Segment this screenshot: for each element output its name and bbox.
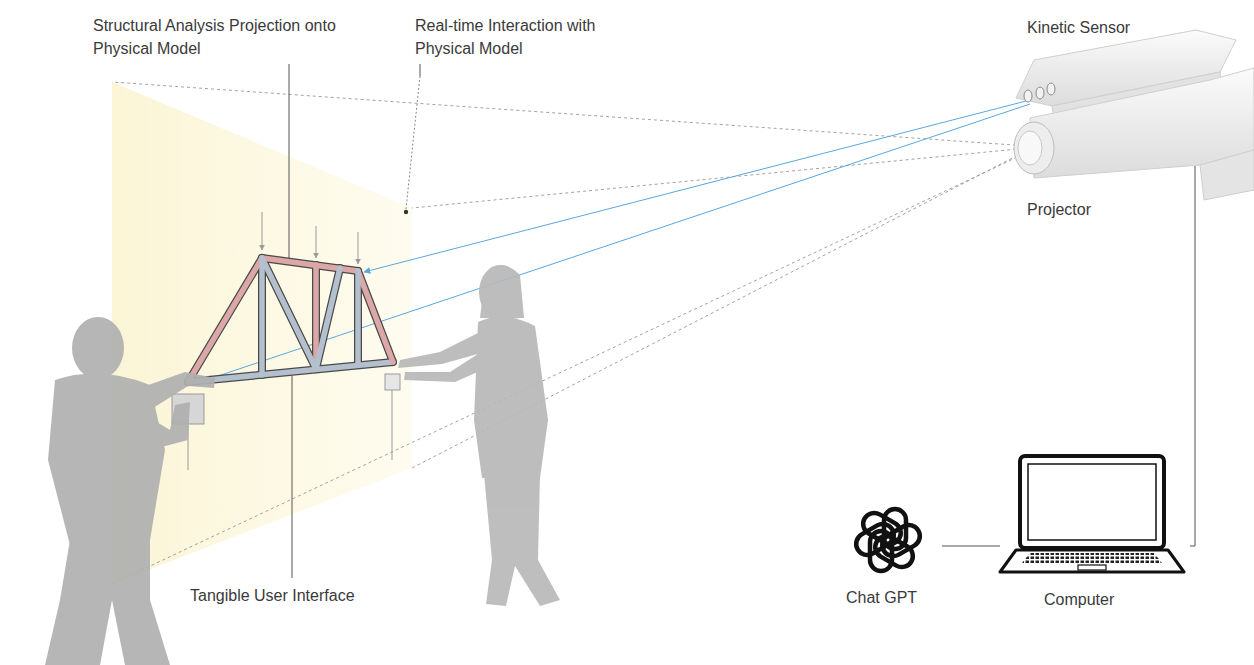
connector-line bbox=[942, 546, 1000, 547]
load-arrows bbox=[188, 212, 392, 470]
projector-lens bbox=[1014, 122, 1054, 174]
node-label: Computer bbox=[1044, 588, 1114, 611]
chatgpt-logo bbox=[852, 509, 924, 571]
tension-member bbox=[188, 362, 393, 382]
laptop-screen bbox=[1020, 456, 1164, 548]
load-arrow bbox=[358, 232, 359, 264]
legs bbox=[45, 536, 170, 665]
callout-label: Structural Analysis Projection onto Phys… bbox=[93, 14, 348, 60]
laptop-base bbox=[1000, 550, 1184, 572]
leader-dot bbox=[404, 210, 408, 214]
device-node: Kinetic SensorProjector bbox=[1005, 12, 1250, 229]
truss-analysis bbox=[188, 258, 393, 382]
tension-member bbox=[259, 258, 265, 375]
callout-label: Real-time Interaction with Physical Mode… bbox=[415, 14, 630, 60]
cone-line bbox=[112, 152, 1028, 584]
cable-stub bbox=[1195, 166, 1196, 229]
leader-line bbox=[292, 376, 293, 578]
compression-member bbox=[262, 258, 358, 271]
laptop-icon bbox=[1000, 456, 1184, 572]
projection-plane bbox=[112, 82, 412, 584]
truss-member bbox=[188, 362, 393, 382]
projector-device bbox=[1014, 30, 1254, 229]
truss-member bbox=[262, 258, 316, 369]
leader-line bbox=[420, 64, 421, 76]
sensor-ray bbox=[212, 104, 1030, 378]
tension-member bbox=[316, 268, 340, 369]
compression-member bbox=[188, 258, 262, 382]
load-arrow bbox=[316, 226, 317, 258]
leader-line bbox=[289, 64, 290, 258]
legs bbox=[484, 474, 560, 606]
compression-member bbox=[358, 271, 393, 362]
cone-line bbox=[412, 148, 1028, 208]
tension-member bbox=[355, 271, 361, 365]
laptop-touchpad bbox=[1078, 565, 1106, 570]
sensor-lens bbox=[1024, 90, 1032, 102]
hair bbox=[480, 265, 524, 318]
node-label: Projector bbox=[1027, 198, 1091, 221]
truss-member bbox=[188, 258, 262, 382]
arm bbox=[404, 345, 500, 382]
head bbox=[72, 317, 124, 379]
laptop-display bbox=[1028, 464, 1156, 540]
load-arrow bbox=[262, 212, 263, 250]
projector-side bbox=[1200, 150, 1254, 200]
node-label: Chat GPT bbox=[846, 586, 917, 609]
truss-member bbox=[316, 268, 340, 369]
projection-cone bbox=[112, 82, 1028, 584]
person-silhouette bbox=[398, 265, 560, 606]
truss-outline bbox=[188, 258, 393, 382]
person-silhouette bbox=[45, 317, 215, 665]
arm bbox=[145, 402, 190, 450]
truss-member bbox=[258, 258, 266, 375]
sensor-ray bbox=[364, 100, 1030, 272]
chatgpt-node: Chat GPT bbox=[842, 498, 942, 611]
leader-lines bbox=[287, 64, 420, 578]
logo-petal bbox=[859, 509, 905, 548]
node-label: Kinetic Sensor bbox=[1027, 16, 1130, 39]
leader-line bbox=[406, 76, 420, 209]
laptop-keyboard bbox=[1022, 553, 1162, 563]
truss-member bbox=[262, 258, 358, 271]
arm bbox=[140, 372, 215, 410]
callout-label: Tangible User Interface bbox=[190, 584, 450, 607]
projector-lens bbox=[1018, 131, 1042, 165]
connector-line bbox=[1190, 229, 1195, 546]
sensor-lens bbox=[1036, 87, 1044, 99]
computer-node: Computer bbox=[1000, 450, 1190, 613]
tension-member bbox=[262, 258, 316, 369]
truss-member bbox=[358, 271, 393, 362]
sensor-rays bbox=[212, 100, 1030, 378]
support-block bbox=[385, 374, 400, 390]
sensor-lens bbox=[1047, 83, 1055, 95]
reaction-line bbox=[392, 390, 393, 460]
